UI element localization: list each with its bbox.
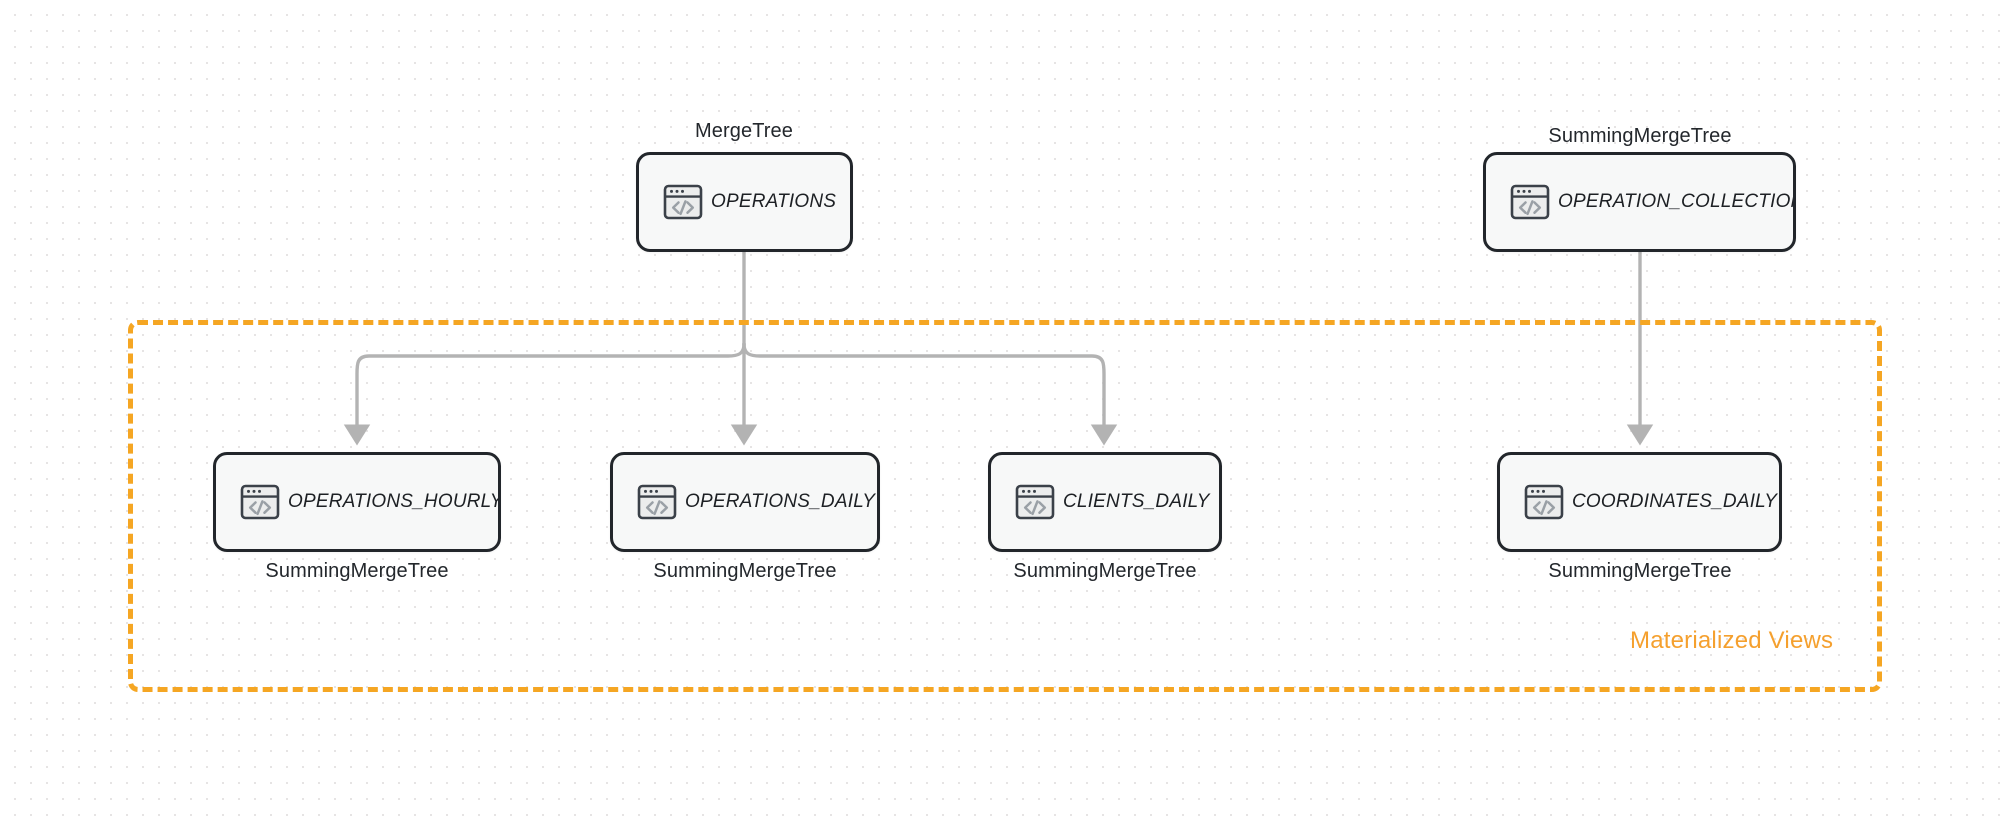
code-window-icon: [1013, 480, 1057, 524]
node-clients-daily-label: CLIENTS_DAILY: [1063, 491, 1210, 512]
caption-coordinates-daily-engine: SummingMergeTree: [1548, 560, 1732, 582]
node-operations-label: OPERATIONS: [711, 191, 837, 212]
node-coordinates-daily[interactable]: COORDINATES_DAILY: [1497, 452, 1782, 552]
node-coordinates-daily-label: COORDINATES_DAILY: [1572, 491, 1778, 512]
caption-operations-hourly-engine: SummingMergeTree: [265, 560, 449, 582]
caption-operations-engine: MergeTree: [695, 120, 793, 142]
materialized-views-group-label: Materialized Views: [1630, 627, 1834, 654]
node-operations-hourly-label: OPERATIONS_HOURLY: [288, 491, 498, 512]
caption-operation-collection-engine: SummingMergeTree: [1548, 125, 1732, 147]
node-operations-hourly[interactable]: OPERATIONS_HOURLY: [213, 452, 501, 552]
node-operations-daily-label: OPERATIONS_DAILY: [685, 491, 876, 512]
code-window-icon: [661, 180, 705, 224]
code-window-icon: [635, 480, 679, 524]
code-window-icon: [1522, 480, 1566, 524]
code-window-icon: [1508, 180, 1552, 224]
code-window-icon: [238, 480, 282, 524]
node-operations-daily[interactable]: OPERATIONS_DAILY: [610, 452, 880, 552]
node-operation-collection-label: OPERATION_COLLECTION: [1558, 191, 1793, 212]
caption-operations-daily-engine: SummingMergeTree: [653, 560, 837, 582]
node-operations[interactable]: OPERATIONS: [636, 152, 853, 252]
node-operation-collection[interactable]: OPERATION_COLLECTION: [1483, 152, 1796, 252]
node-clients-daily[interactable]: CLIENTS_DAILY: [988, 452, 1222, 552]
materialized-views-group-frame: [128, 320, 1882, 692]
caption-clients-daily-engine: SummingMergeTree: [1013, 560, 1197, 582]
